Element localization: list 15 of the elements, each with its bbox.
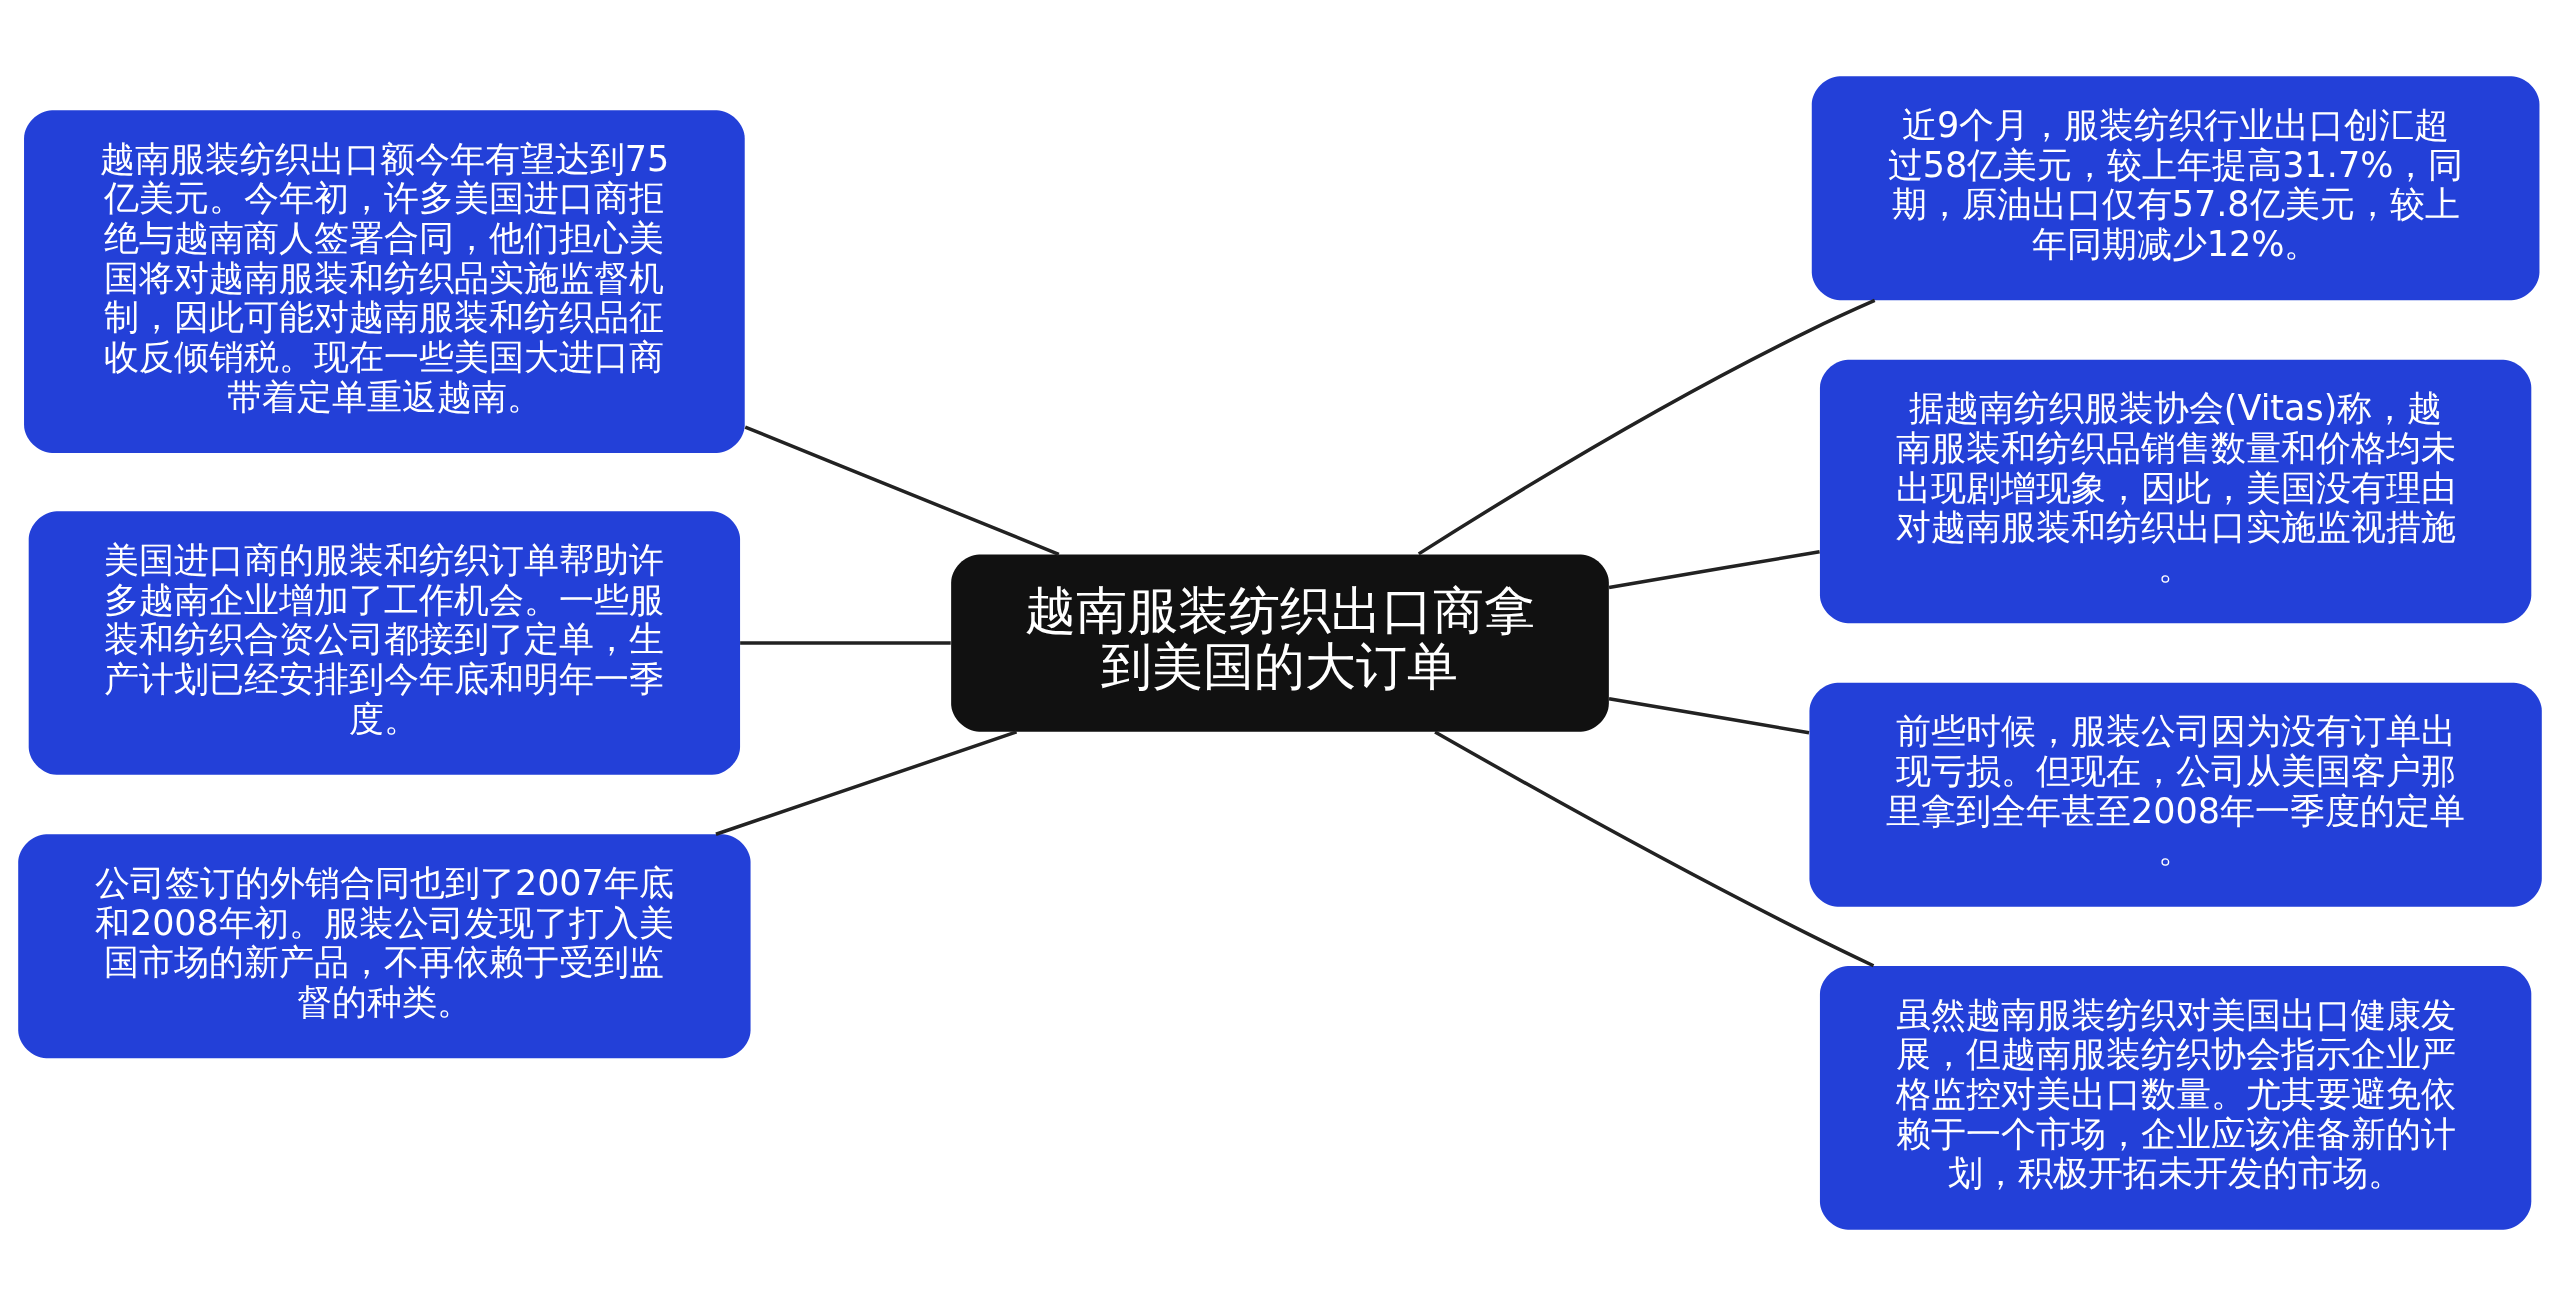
node-box: 前些时候，服装公司因为没有订单出现亏损。但现在，公司从美国客户那里拿到全年甚至2008年一季度的定单。 <box>1809 682 2542 907</box>
node-box: 虽然越南服装纺织对美国出口健康发展，但越南服装纺织协会指示企业严格监控对美出口数量。尤其要避免依赖于一个市场，企业应该准备新的计划，积极开拓未开发的市场。 <box>1819 965 2532 1230</box>
node-box: 越南服装纺织出口额今年有望达到75亿美元。今年初，许多美国进口商拒绝与越南商人签署合同，他们担心美国将对越南服装和纺织品实施监督机制，因此可能对越南服装和纺织品征收反倾销税。现在一些美国大进口商带着定单重返越南。 <box>24 109 745 453</box>
node-box: 公司签订的外销合同也到了2007年底和2008年初。服装公司发现了打入美国市场的新产品，不再依赖于受到监督的种类。 <box>18 833 751 1058</box>
connector <box>1608 549 1820 589</box>
connector <box>740 640 951 645</box>
node-box: 据越南纺织服装协会(Vitas)称，越南服装和纺织品销售数量和价格均未出现剧增现象，因此，美国没有理由对越南服装和纺织出口实施监视措施。 <box>1819 359 2532 623</box>
connector <box>1417 298 1876 555</box>
node-box: 近9个月，服装纺织行业出口创汇超过58亿美元，较上年提高31.7%，同期，原油出口仅有57.8亿美元，较上年同期减少12%。 <box>1811 75 2540 300</box>
node-box: 美国进口商的服装和纺织订单帮助许多越南企业增加了工作机会。一些服装和纺织合资公司都接到了定单，生产计划已经安排到今年底和明年一季度。 <box>28 510 741 775</box>
connector <box>1608 696 1810 734</box>
connector <box>715 729 1018 836</box>
connector <box>1434 729 1875 967</box>
node-box: 越南服装纺织出口商拿到美国的大订单 <box>951 553 1609 732</box>
connector <box>744 424 1060 556</box>
